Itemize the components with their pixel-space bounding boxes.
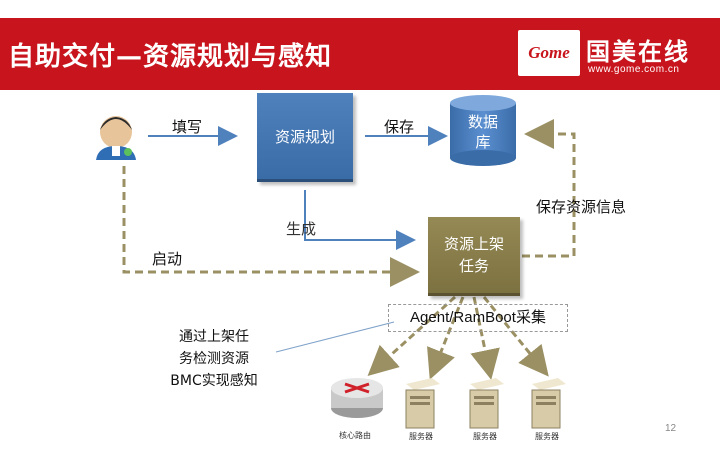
brand-logo: Gome 国美在线 www.gome.com.cn (518, 30, 708, 80)
device-label: 核心路由 (339, 431, 371, 440)
generate-arrow (304, 190, 416, 250)
device-arrow (367, 295, 457, 377)
agent-collector-label: Agent/RamBoot采集 (388, 304, 568, 332)
logo-mark: Gome (518, 30, 580, 76)
device-arrow (470, 296, 500, 380)
save-label: 保存 (384, 118, 415, 136)
start-arrow (122, 166, 420, 287)
database-node (450, 95, 516, 166)
page-number: 12 (665, 423, 677, 434)
database-label: 数据 库 (467, 113, 498, 151)
device-arrow (482, 296, 549, 377)
fill-label: 填写 (172, 118, 203, 136)
server-icon (469, 378, 504, 429)
device-label: 服务器 (473, 432, 497, 441)
shelving-task-node: 资源上架 任务 (428, 217, 520, 296)
server-icon (405, 378, 440, 429)
device-arrow (427, 296, 465, 380)
router-icon (331, 378, 383, 418)
generate-label: 生成 (286, 220, 317, 238)
device-label: 服务器 (535, 432, 559, 441)
device-label: 服务器 (409, 432, 433, 441)
note-connector (275, 321, 395, 353)
save-info-label: 保存资源信息 (536, 198, 627, 216)
page-title: 自助交付—资源规划与感知 (8, 42, 333, 72)
annotation-note: 通过上架任 务检测资源 BMC实现感知 (170, 329, 258, 389)
start-label: 启动 (152, 250, 183, 268)
resource-planning-node: 资源规划 (257, 93, 353, 182)
user-icon (96, 116, 136, 160)
server-icon (531, 378, 566, 429)
header-banner (0, 18, 720, 90)
save-info-arrow (522, 119, 576, 258)
logo-url: www.gome.com.cn (588, 64, 680, 75)
logo-chinese-name: 国美在线 (586, 38, 690, 66)
